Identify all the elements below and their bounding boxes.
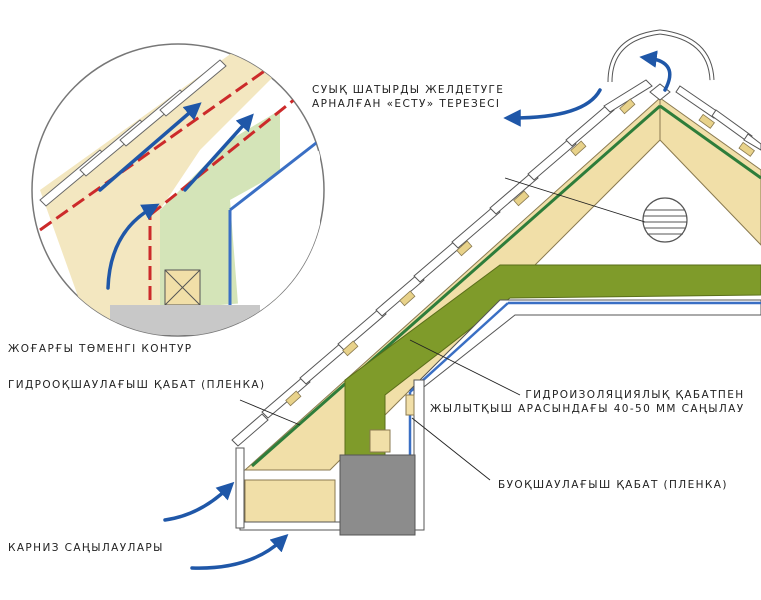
upper-lower-contour-label: ЖОҒАРҒЫ ТӨМЕНГІ КОНТУР <box>8 343 193 355</box>
hydro-barrier-label: ГИДРООҚШАУЛАҒЫШ ҚАБАТ (ПЛЕНКА) <box>8 379 266 391</box>
timber-post <box>369 429 391 453</box>
detail-circle <box>31 43 325 337</box>
right-rafter <box>659 97 761 246</box>
battens <box>285 98 755 407</box>
vent-window-label-line1: СУЫҚ ШАТЫРДЫ ЖЕЛДЕТУГЕ <box>312 84 505 96</box>
vapor-barrier-line <box>409 302 509 393</box>
insulation-gap-label: ГИДРОИЗОЛЯЦИЯЛЫҚ ҚАБАТПЕН ЖЫЛЫТҚЫШ АРАСЫ… <box>430 388 745 416</box>
round-vent-grille <box>642 197 688 243</box>
ceiling-board <box>408 299 761 391</box>
fascia-board <box>235 447 245 529</box>
ridge-outflow-arrow <box>639 50 672 92</box>
eave-inflow-arrow-2 <box>190 534 289 570</box>
soffit-board <box>239 521 341 531</box>
eave-inflow-arrow-1 <box>163 481 235 522</box>
circle-arrow-up <box>106 203 160 290</box>
circle-arrow-diag-2 <box>183 113 254 192</box>
concrete-wall <box>339 454 416 536</box>
gap-label-line2: ЖЫЛЫТҚЫШ АРАСЫНДАҒЫ 40-50 ММ САҢЫЛАУ <box>430 403 745 415</box>
right-roof-tiles <box>675 85 761 151</box>
vent-window-label: СУЫҚ ШАТЫРДЫ ЖЕЛДЕТУГЕ АРНАЛҒАН «ЕСТУ» Т… <box>312 83 504 111</box>
airflow-arrows <box>98 50 672 570</box>
eave-gaps-label: КАРНИЗ САҢЫЛАУЛАРЫ <box>8 542 164 554</box>
eave-beam <box>244 479 336 526</box>
leader-lines <box>239 177 646 481</box>
attic-space <box>520 140 761 255</box>
ridge-vent-cap <box>607 29 715 83</box>
roof-section <box>231 29 761 536</box>
timber-stud <box>405 394 415 416</box>
gap-label-line1: ГИДРОИЗОЛЯЦИЯЛЫҚ ҚАБАТПЕН <box>525 389 745 401</box>
left-membrane <box>251 104 661 468</box>
vapor-barrier-label: БУОҚШАУЛАҒЫШ ҚАБАТ (ПЛЕНКА) <box>498 479 728 491</box>
vent-window-label-line2: АРНАЛҒАН «ЕСТУ» ТЕРЕЗЕСІ <box>312 98 501 110</box>
right-membrane <box>659 104 761 180</box>
circle-arrow-diag-1 <box>98 102 202 192</box>
vent-window-arrow <box>503 88 602 127</box>
left-roof-tiles <box>231 79 653 447</box>
